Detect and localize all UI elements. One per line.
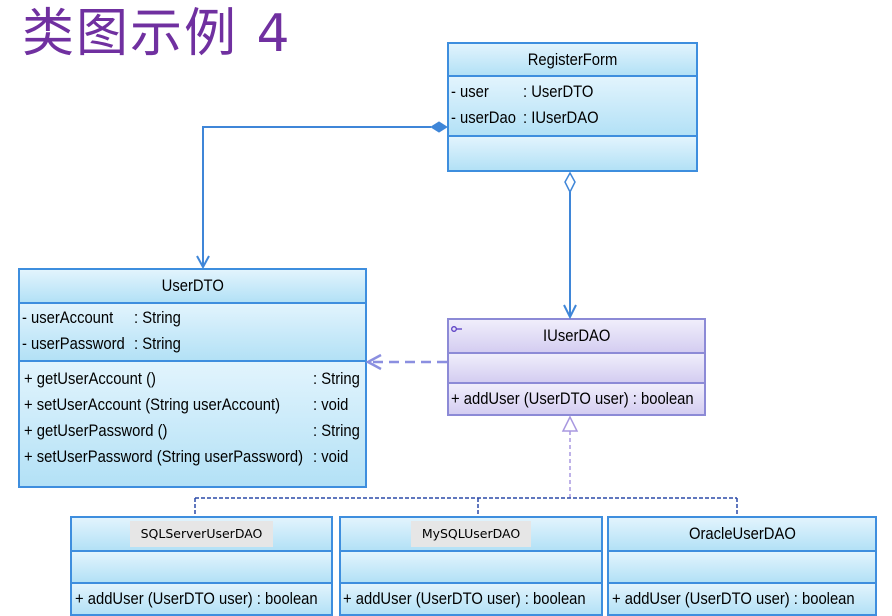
- attribute-compartment: [609, 550, 875, 582]
- class-userdto: UserDTO - userAccount : String - userPas…: [18, 268, 367, 488]
- open-arrowhead-icon: [365, 353, 382, 371]
- class-registerform: RegisterForm - user : UserDTO - userDao …: [447, 42, 698, 172]
- operation-signature: + addUser (UserDTO user) : boolean: [612, 589, 855, 608]
- attribute-row: - userAccount : String: [20, 305, 365, 331]
- operation-row: + addUser (UserDTO user) : boolean: [72, 584, 331, 614]
- operation-row: + addUser (UserDTO user) : boolean: [609, 584, 875, 614]
- operation-return-type: : String: [313, 369, 360, 388]
- operation-row: + setUserPassword (String userPassword) …: [20, 444, 365, 470]
- operation-row: + addUser (UserDTO user) : boolean: [341, 584, 601, 614]
- operation-return-type: : void: [313, 395, 349, 414]
- operation-signature: + getUserAccount (): [24, 369, 156, 388]
- class-mysqluserdao: MySQLUserDAO + addUser (UserDTO user) : …: [339, 516, 603, 616]
- operation-signature: + setUserAccount (String userAccount): [24, 395, 281, 414]
- operation-row: + getUserPassword () : String: [20, 418, 365, 444]
- operation-compartment: + addUser (UserDTO user) : boolean: [341, 582, 601, 614]
- composition-connector-registerform-userdto: [196, 121, 448, 270]
- hollow-diamond-icon: [564, 171, 576, 194]
- attribute-type: : IUserDAO: [523, 108, 599, 127]
- class-name: IUserDAO: [542, 326, 611, 345]
- operation-compartment: + addUser (UserDTO user) : boolean: [72, 582, 331, 614]
- attribute-type: : String: [134, 334, 181, 353]
- attribute-name: - userAccount: [22, 308, 114, 327]
- operation-row: + addUser (UserDTO user) : boolean: [449, 384, 704, 414]
- class-name-header: IUserDAO: [449, 320, 704, 352]
- class-name-header: RegisterForm: [449, 44, 696, 75]
- attribute-compartment: - userAccount : String - userPassword : …: [20, 302, 365, 360]
- attribute-type: : String: [134, 308, 181, 327]
- attribute-row: - user : UserDTO: [449, 79, 696, 105]
- operation-compartment: + addUser (UserDTO user) : boolean: [449, 382, 704, 414]
- dependency-connector-iuserdao-userdto: [365, 353, 447, 371]
- attribute-compartment: [72, 550, 331, 582]
- operation-signature: + setUserPassword (String userPassword): [24, 447, 304, 466]
- class-name-header: OracleUserDAO: [609, 518, 875, 550]
- operation-return-type: : String: [313, 421, 360, 440]
- operation-signature: + addUser (UserDTO user) : boolean: [343, 589, 586, 608]
- attribute-name: - user: [451, 82, 489, 101]
- interface-icon: [451, 326, 462, 332]
- attribute-compartment: - user : UserDTO - userDao : IUserDAO: [449, 75, 696, 135]
- interface-icon-ring: [451, 326, 457, 332]
- open-arrowhead-icon: [563, 304, 577, 320]
- class-name: OracleUserDAO: [688, 524, 796, 543]
- attribute-type: : UserDTO: [523, 82, 594, 101]
- class-name-header: SQLServerUserDAO: [72, 518, 331, 550]
- slide-title: 类图示例 4: [22, 4, 292, 64]
- operation-compartment: + getUserAccount () : String + setUserAc…: [20, 360, 365, 486]
- operation-signature: + addUser (UserDTO user) : boolean: [75, 589, 318, 608]
- interface-iuserdao: IUserDAO + addUser (UserDTO user) : bool…: [447, 318, 706, 416]
- operation-signature: + addUser (UserDTO user) : boolean: [451, 389, 694, 408]
- aggregation-connector-registerform-iuserdao: [563, 171, 577, 320]
- class-sqlserveruserdao: SQLServerUserDAO + addUser (UserDTO user…: [70, 516, 333, 616]
- attribute-compartment: [449, 352, 704, 382]
- operation-compartment: + addUser (UserDTO user) : boolean: [609, 582, 875, 614]
- attribute-name: - userPassword: [22, 334, 125, 353]
- hollow-triangle-icon: [561, 415, 579, 432]
- attribute-compartment: [341, 550, 601, 582]
- operation-signature: + getUserPassword (): [24, 421, 168, 440]
- operation-row: + getUserAccount () : String: [20, 366, 365, 392]
- attribute-row: - userDao : IUserDAO: [449, 105, 696, 131]
- attribute-row: - userPassword : String: [20, 331, 365, 357]
- class-name: UserDTO: [161, 276, 224, 295]
- class-name: SQLServerUserDAO: [129, 521, 274, 547]
- class-name: MySQLUserDAO: [410, 521, 532, 547]
- class-oracleuserdao: OracleUserDAO + addUser (UserDTO user) :…: [607, 516, 877, 616]
- class-name-header: MySQLUserDAO: [341, 518, 601, 550]
- operation-return-type: : void: [313, 447, 349, 466]
- operation-compartment: [449, 135, 696, 170]
- class-name: RegisterForm: [527, 50, 618, 69]
- operation-row: + setUserAccount (String userAccount) : …: [20, 392, 365, 418]
- open-arrowhead-icon: [196, 255, 210, 270]
- filled-diamond-icon: [430, 121, 448, 133]
- attribute-name: - userDao: [451, 108, 516, 127]
- class-name-header: UserDTO: [20, 270, 365, 302]
- composition-line: [202, 126, 431, 266]
